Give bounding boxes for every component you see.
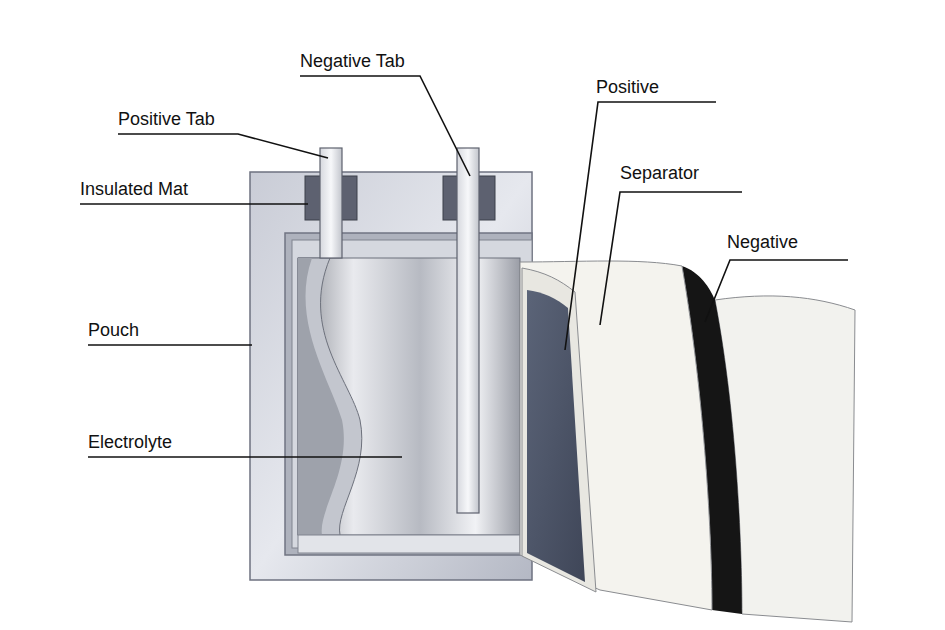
- positive-electrode: [527, 290, 585, 582]
- cell-base: [298, 535, 520, 553]
- pouch-inner-bevel: [292, 240, 532, 548]
- part-label: Separator: [620, 163, 699, 183]
- pouch-inner-border: [285, 233, 532, 555]
- positive-tab: [320, 148, 342, 258]
- part-label: Insulated Mat: [80, 179, 188, 199]
- positive-sheet: [522, 268, 596, 592]
- pouch-outline: [250, 172, 532, 580]
- peeled-shadow: [298, 258, 344, 535]
- part-label: Pouch: [88, 320, 139, 340]
- peeled-pouch-edge: [298, 258, 362, 535]
- negative-tab: [457, 148, 479, 513]
- part-label: Positive Tab: [118, 109, 215, 129]
- separator-sheet: [520, 261, 712, 610]
- cell-core: [298, 258, 520, 535]
- part-label: Electrolyte: [88, 432, 172, 452]
- part-label: Negative Tab: [300, 51, 405, 71]
- leader-lines: [80, 76, 848, 457]
- part-label: Positive: [596, 77, 659, 97]
- part-label: Negative: [727, 232, 798, 252]
